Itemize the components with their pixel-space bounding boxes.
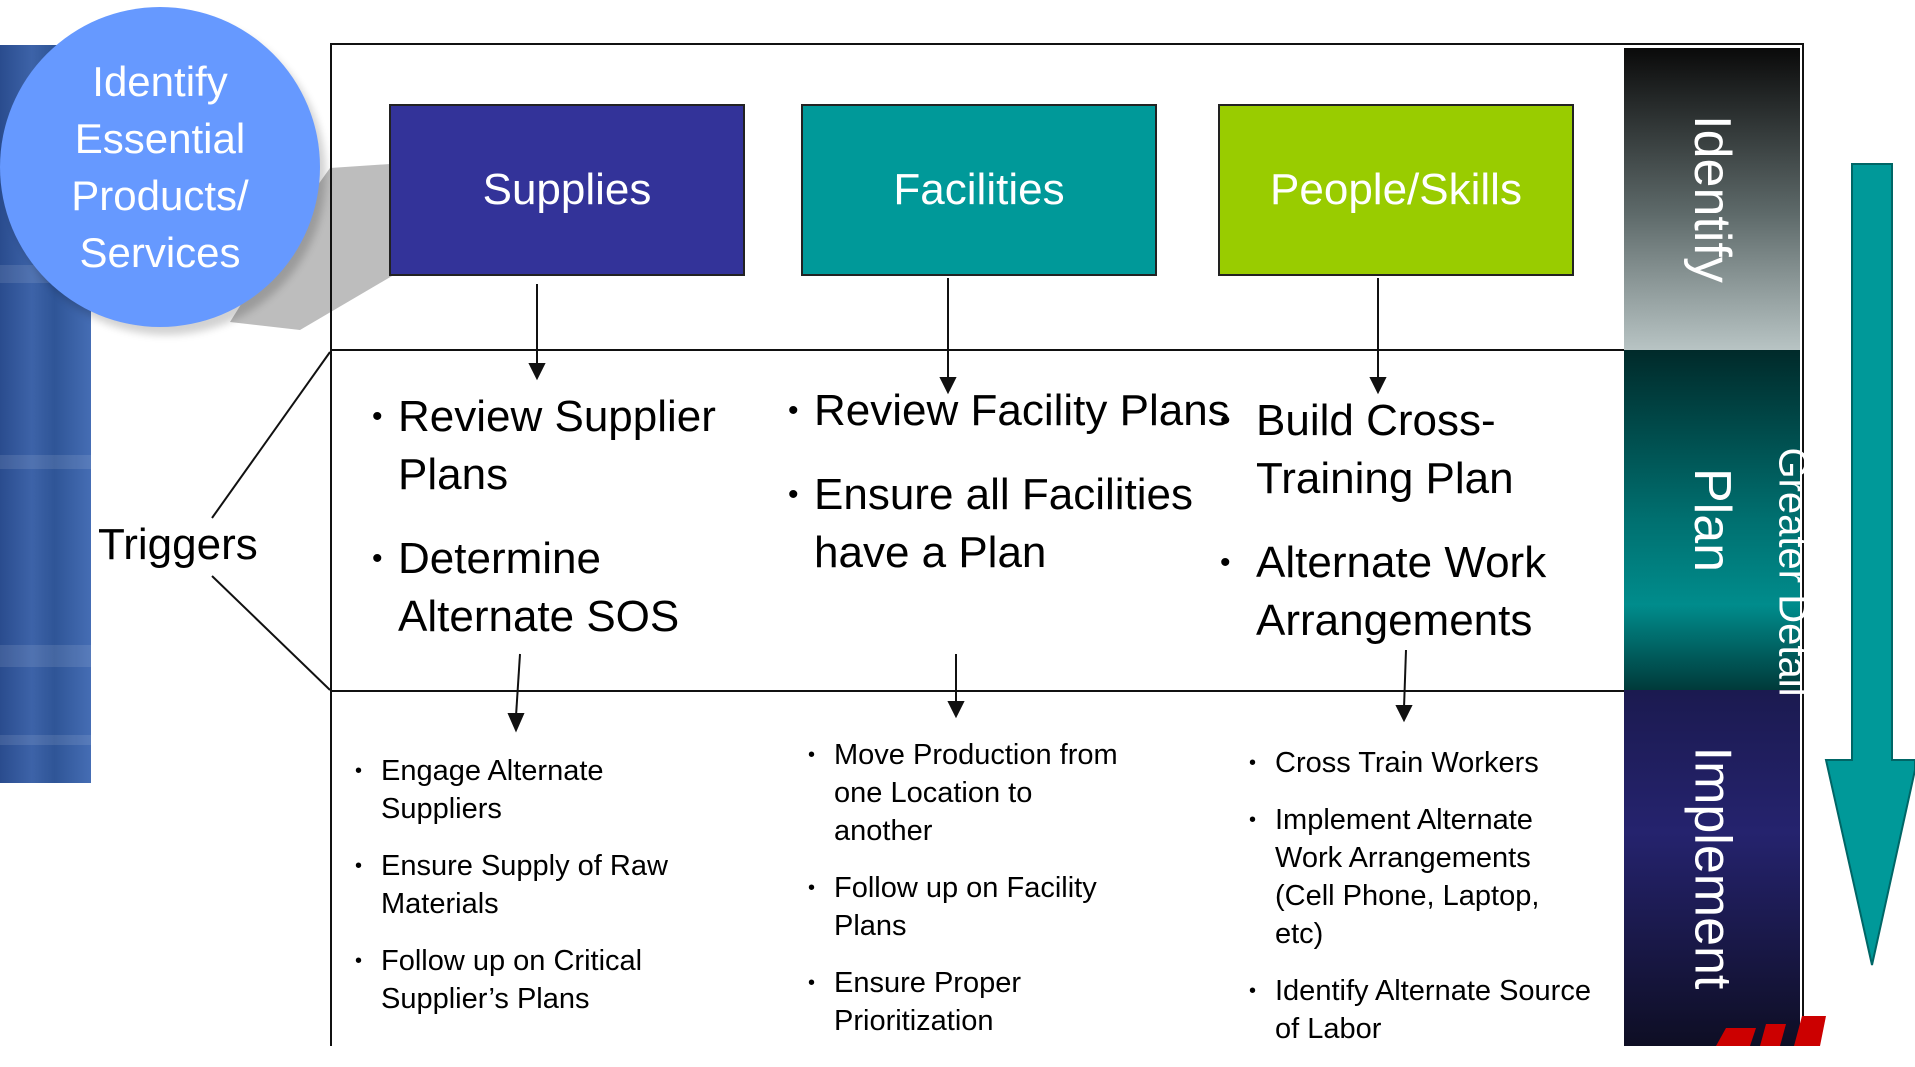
diagram-frame [330,43,1804,1046]
greater-detail-arrow [1824,163,1915,966]
plan-item-text: Determine Alternate SOS [398,534,680,641]
plan-item-text: Review Supplier Plans [398,392,716,499]
plan-item-text: Alternate Work Arrangements [1256,538,1547,645]
implement-item: •Follow up on Critical Supplier’s Plans [355,945,643,1015]
implement-item-text: Follow up on Critical Supplier’s Plans [381,945,643,1015]
plan-item: •Review Supplier Plans [372,392,716,499]
plan-item-text: Review Facility Plans [814,386,1230,435]
implement-item-text: Follow up on Facility Plans [834,872,1097,942]
arrow-head-facilities-plan [939,377,957,395]
implement-list-facilities: •Move Production from one Location to an… [808,736,1134,1059]
plan-item: •Build Cross-Training Plan [1220,396,1514,503]
implement-item: •Ensure Supply of Raw Materials [355,850,668,920]
plan-item: •Review Facility Plans [788,386,1230,435]
plan-list-supplies: •Review Supplier Plans •Determine Altern… [372,388,758,672]
implement-item: •Implement Alternate Work Arrangements (… [1249,804,1540,950]
phase-implement: Implement [1624,690,1800,1046]
arrow-head-facilities-impl [947,701,965,719]
implement-item-text: Identify Alternate Source of Labor [1275,975,1591,1045]
implement-list-people: •Cross Train Workers •Implement Alternat… [1249,744,1595,1067]
supplies-box: Supplies [389,104,745,276]
implement-item-text: Move Production from one Location to ano… [834,739,1118,847]
plan-item: •Alternate Work Arrangements [1220,538,1547,645]
implement-item-text: Cross Train Workers [1275,747,1539,779]
arrow-head-supplies-impl [507,713,525,733]
people-skills-box: People/Skills [1218,104,1574,276]
phase-identify-label: Identify [1683,115,1741,283]
plan-list-facilities: •Review Facility Plans •Ensure all Facil… [788,382,1230,608]
arrow-head-supplies-plan [528,363,546,381]
plan-item-text: Build Cross-Training Plan [1256,396,1514,503]
implement-item-text: Ensure Proper Prioritization [834,967,1021,1037]
implement-item: •Identify Alternate Source of Labor [1249,975,1591,1045]
phase-plan: Plan [1624,350,1800,690]
facilities-box: Facilities [801,104,1157,276]
greater-detail-label: Greater Detail [1770,447,1815,697]
circle-wedge [230,164,392,330]
supplies-label: Supplies [482,165,652,214]
people-skills-label: People/Skills [1270,165,1522,214]
arrow-head-people-plan [1369,377,1387,395]
triggers-label: Triggers [98,520,258,569]
identify-essential-text: Identify Essential Products/ Services [71,58,249,276]
phase-plan-label: Plan [1682,467,1741,573]
implement-item: •Move Production from one Location to an… [808,739,1118,847]
divider-plan-implement [330,690,1626,692]
facilities-label: Facilities [893,165,1065,214]
implement-item: •Engage Alternate Suppliers [355,755,604,825]
divider-identify-plan [330,349,1626,351]
arrow-supplies-impl [515,653,521,717]
triggers-line-top [211,351,331,519]
implement-item: •Cross Train Workers [1249,747,1539,779]
phase-identify: Identify [1624,48,1800,350]
implement-list-supplies: •Engage Alternate Suppliers •Ensure Supp… [355,752,681,1037]
phase-implement-label: Implement [1683,746,1742,990]
implement-item-text: Ensure Supply of Raw Materials [381,850,668,920]
arrow-people-impl [1403,649,1407,709]
arrow-head-people-impl [1395,705,1413,723]
plan-item: •Determine Alternate SOS [372,534,680,641]
implement-item: •Follow up on Facility Plans [808,872,1097,942]
plan-item-text: Ensure all Facilities have a Plan [814,470,1194,577]
plan-list-people: •Build Cross-Training Plan •Alternate Wo… [1220,392,1628,676]
implement-item-text: Engage Alternate Suppliers [381,755,604,825]
identify-essential-circle: Identify Essential Products/ Services [0,7,320,327]
implement-item: •Ensure Proper Prioritization [808,967,1021,1037]
logo-mark [1716,1016,1826,1046]
implement-item-text: Implement Alternate Work Arrangements (C… [1275,804,1540,950]
plan-item: •Ensure all Facilities have a Plan [788,470,1194,577]
triggers-line-bottom [211,575,331,691]
